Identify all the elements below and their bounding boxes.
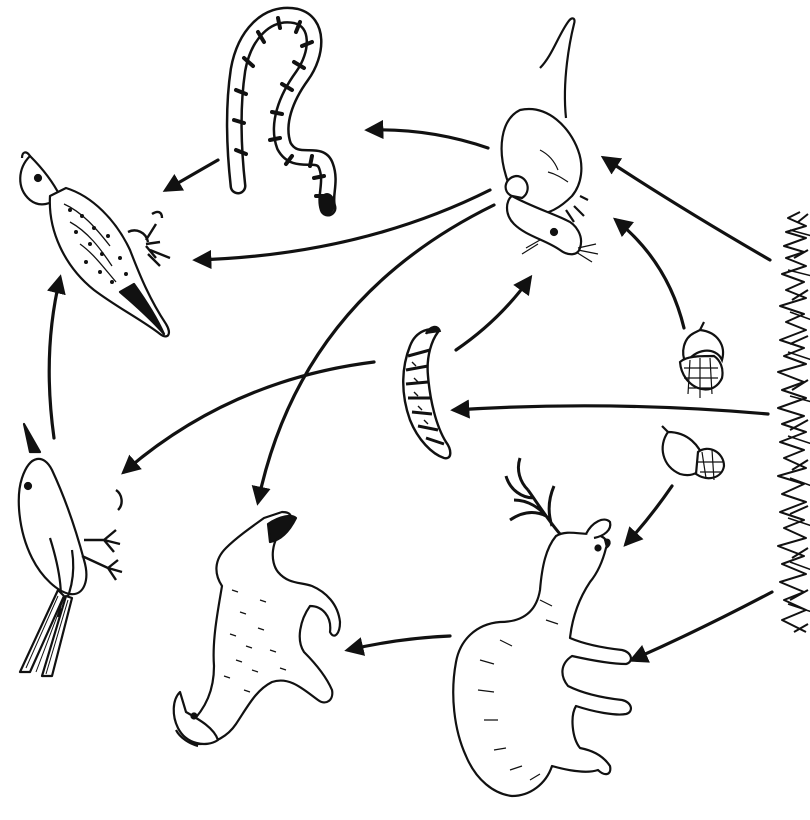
- grass-icon: [778, 212, 810, 632]
- acorn-icon: [680, 322, 723, 398]
- songbird-icon: [19, 424, 122, 676]
- arrow-acorn-to-deer: [626, 486, 672, 544]
- arrow-grass-to-deer: [632, 592, 772, 660]
- arrow-grub-to-mouse: [456, 278, 530, 350]
- arrow-grass-to-grub: [454, 406, 768, 414]
- arrow-snake-to-hawk: [166, 160, 218, 190]
- arrow-deer-to-fox: [348, 636, 450, 650]
- arrow-mouse-to-snake: [368, 130, 488, 148]
- arrow-songbird-to-hawk: [49, 278, 60, 438]
- acorn-icon: [662, 426, 724, 480]
- fox-icon: [174, 512, 340, 746]
- arrow-acorn-to-mouse: [616, 220, 684, 328]
- arrow-mouse-to-hawk: [196, 190, 490, 260]
- snake-icon: [234, 15, 335, 215]
- mouse-icon: [502, 18, 598, 262]
- deer-icon: [453, 458, 631, 796]
- hawk-icon: [20, 152, 170, 336]
- arrow-grass-to-mouse: [604, 158, 770, 260]
- arrow-mouse-to-fox: [258, 205, 494, 502]
- grub-icon: [403, 327, 450, 458]
- arrow-grub-to-songbird: [124, 362, 374, 472]
